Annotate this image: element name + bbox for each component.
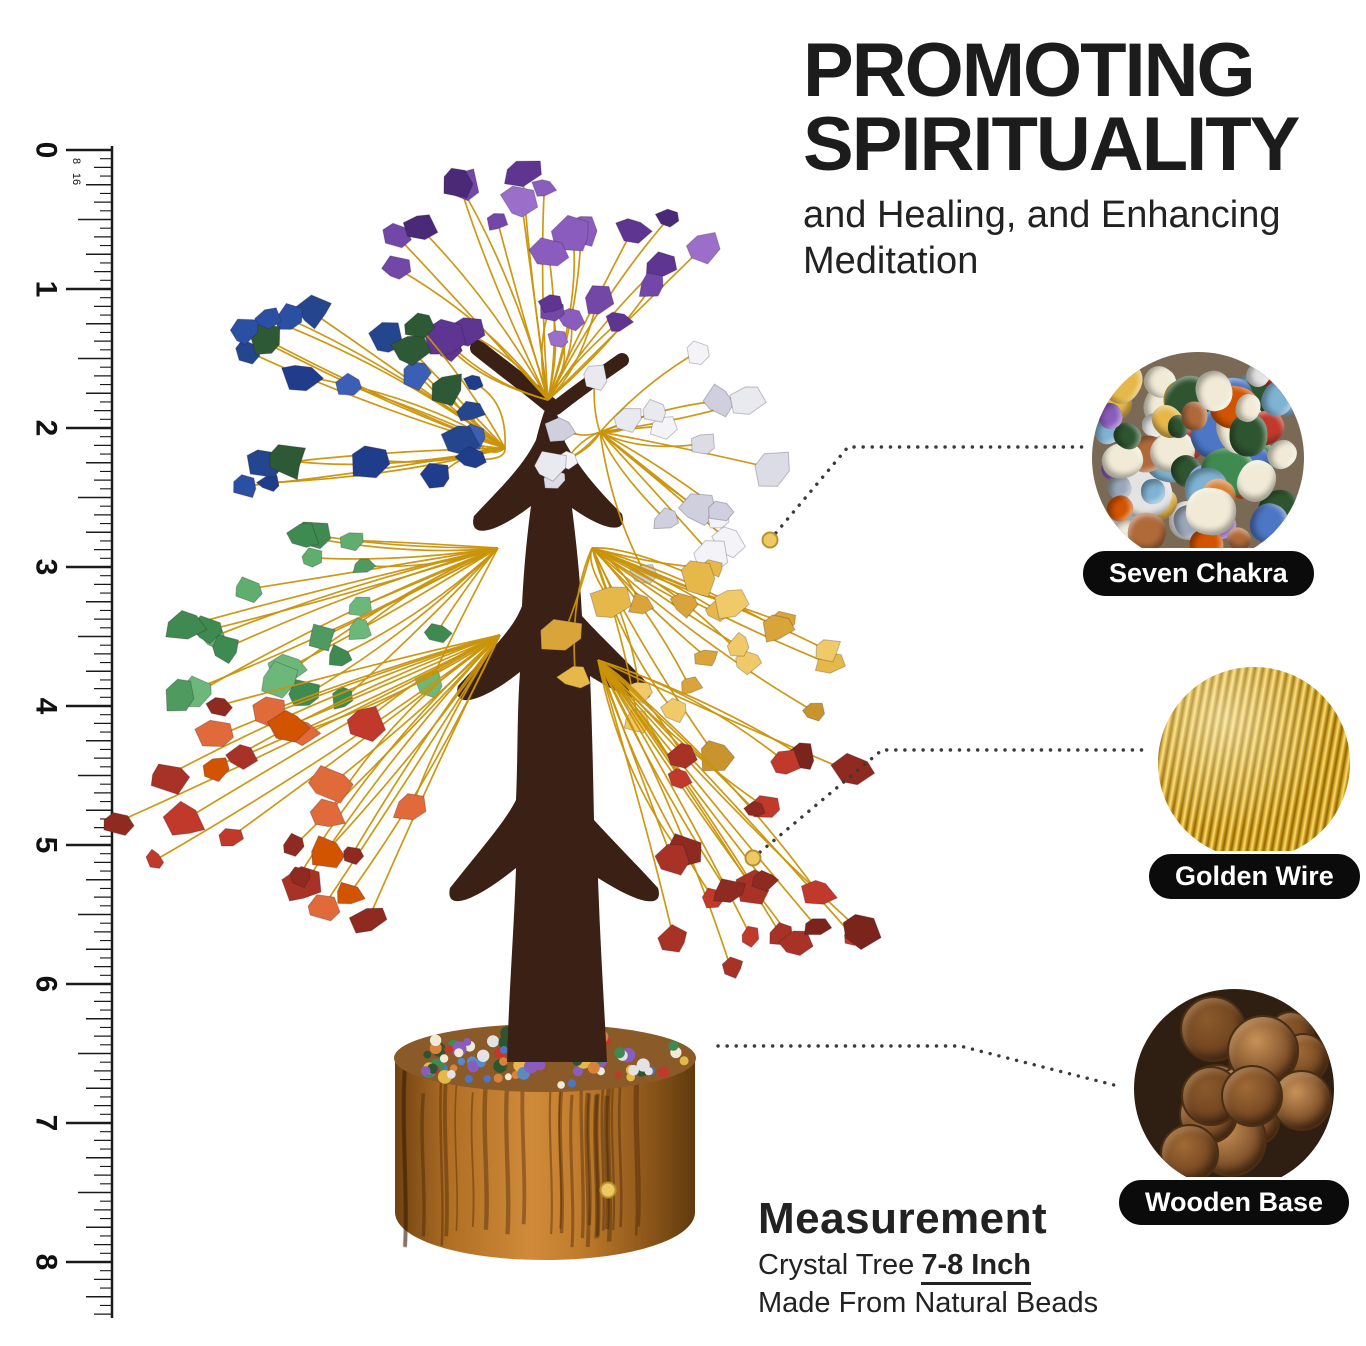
ruler: 0 1 2 3 4 5 6 7 8 8 16 (30, 142, 114, 1318)
stone-cluster-carnelian (103, 634, 501, 934)
stone-cluster-clear-quartz (533, 340, 790, 585)
headline: PROMOTING SPIRITUALITY and Healing, and … (803, 28, 1366, 284)
svg-text:0: 0 (30, 142, 63, 159)
stone-cluster-yellow-aventurine (540, 547, 847, 772)
svg-text:8: 8 (30, 1254, 63, 1271)
stone-cluster-red-jasper (597, 659, 882, 980)
headline-title-line1: PROMOTING (803, 28, 1256, 113)
wooden-base-photo (1134, 989, 1335, 1189)
svg-text:5: 5 (30, 837, 63, 854)
svg-text:7: 7 (30, 1115, 63, 1132)
measurement-note: Made From Natural Beads (758, 1287, 1099, 1319)
svg-text:3: 3 (30, 559, 63, 576)
callout-golden-wire: Golden Wire (1146, 667, 1363, 902)
golden-wire-label: Golden Wire (1146, 851, 1363, 902)
stone-cluster-green-aventurine (165, 521, 499, 712)
leader-lines (599, 445, 1150, 1199)
headline-subtitle-line1: and Healing, and Enhancing (803, 193, 1281, 236)
svg-text:2: 2 (30, 420, 63, 437)
seven-chakra-photo (1092, 352, 1305, 564)
svg-text:16: 16 (70, 173, 82, 185)
stone-cluster-amethyst (380, 160, 721, 401)
seven-chakra-label: Seven Chakra (1080, 548, 1317, 599)
measurement-item-label: Crystal Tree (758, 1249, 915, 1281)
log-end (1221, 1065, 1284, 1127)
golden-wire-photo (1158, 667, 1351, 859)
headline-subtitle-line2: Meditation (803, 239, 979, 282)
svg-text:6: 6 (30, 976, 63, 993)
log-end (1160, 1124, 1220, 1183)
svg-text:8: 8 (70, 158, 82, 164)
measurement-title: Measurement (758, 1194, 1048, 1243)
svg-text:4: 4 (30, 698, 63, 715)
measurement-size-value: 7-8 Inch (921, 1249, 1031, 1285)
callout-seven-chakra: Seven Chakra (1080, 352, 1317, 599)
svg-text:1: 1 (30, 281, 63, 298)
callout-wooden-base: Wooden Base (1116, 989, 1353, 1228)
headline-title-line2: SPIRITUALITY (803, 102, 1300, 188)
wooden-base-label: Wooden Base (1116, 1177, 1353, 1228)
wooden-base (394, 1024, 696, 1260)
crystal-tree (103, 160, 882, 1260)
stone-cluster-lapis-lazuli (229, 294, 506, 499)
